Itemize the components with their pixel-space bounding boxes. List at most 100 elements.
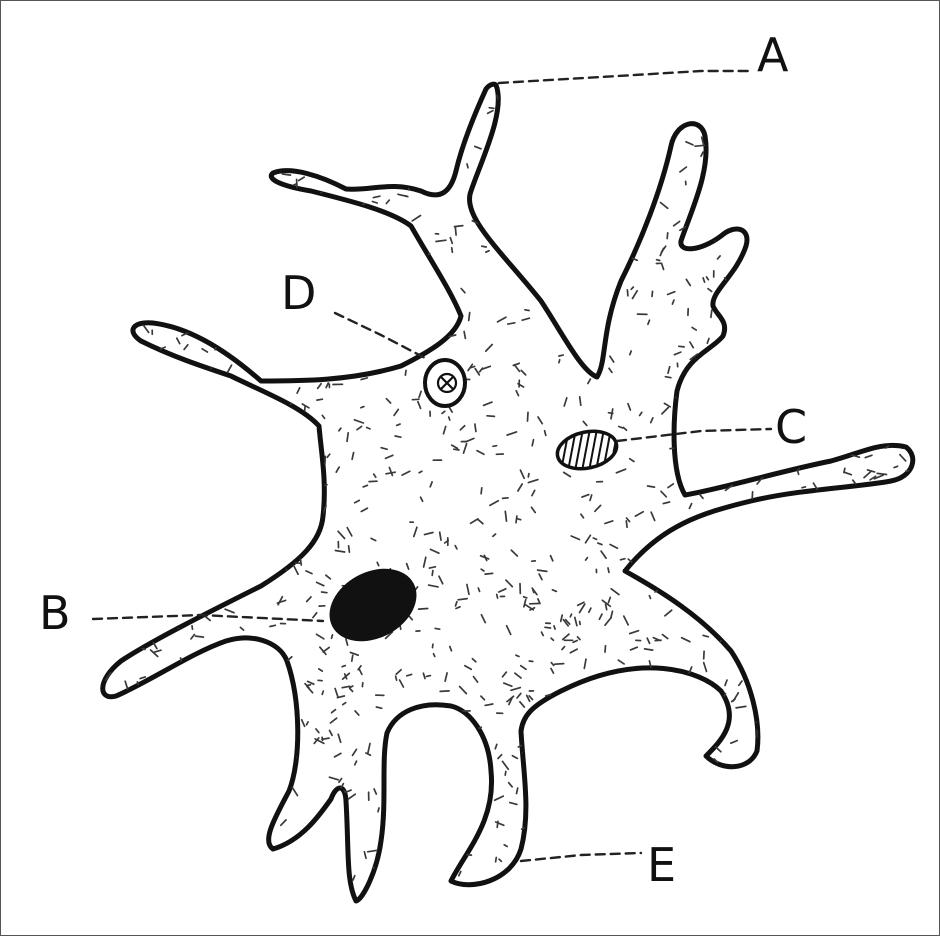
cytoplasm-speck <box>421 312 429 317</box>
cytoplasm-speck <box>470 781 473 783</box>
cytoplasm-speck <box>667 233 668 239</box>
cytoplasm-speck <box>287 910 295 915</box>
cytoplasm-speck <box>395 812 399 813</box>
cytoplasm-speck <box>90 523 98 525</box>
cytoplasm-speck <box>867 800 875 803</box>
cytoplasm-speck <box>191 224 193 230</box>
cytoplasm-speck <box>241 826 244 830</box>
cytoplasm-speck <box>301 559 302 565</box>
cytoplasm-speck <box>757 134 759 138</box>
cytoplasm-speck <box>545 431 546 436</box>
cytoplasm-speck <box>699 602 706 605</box>
cytoplasm-speck <box>734 353 739 357</box>
cytoplasm-speck <box>574 196 576 204</box>
cytoplasm-speck <box>747 546 754 552</box>
cytoplasm-speck <box>778 336 782 338</box>
cytoplasm-speck <box>809 382 811 388</box>
cytoplasm-speck <box>874 687 875 693</box>
cytoplasm-speck <box>872 382 873 388</box>
cytoplasm-speck <box>436 901 441 902</box>
cytoplasm-speck <box>753 387 758 389</box>
cytoplasm-speck <box>529 661 533 662</box>
cytoplasm-speck <box>268 143 273 146</box>
cytoplasm-speck <box>526 266 532 271</box>
cytoplasm-speck <box>886 161 895 162</box>
cytoplasm-speck <box>255 686 257 692</box>
cytoplasm-speck <box>897 819 906 821</box>
cytoplasm-speck <box>395 303 396 307</box>
cytoplasm-speck <box>901 544 904 552</box>
cytoplasm-speck <box>908 91 912 100</box>
cytoplasm-speck <box>666 565 670 568</box>
cytoplasm-speck <box>215 521 216 525</box>
cytoplasm-speck <box>317 399 323 400</box>
cytoplasm-speck <box>180 772 188 775</box>
cytoplasm-speck <box>155 705 160 708</box>
cytoplasm-speck <box>190 122 193 126</box>
cytoplasm-speck <box>251 825 258 832</box>
cytoplasm-speck <box>909 714 917 720</box>
cytoplasm-speck <box>333 129 336 137</box>
cytoplasm-speck <box>262 656 266 660</box>
cytoplasm-speck <box>819 514 826 516</box>
cytoplasm-speck <box>816 870 821 872</box>
cytoplasm-speck <box>684 104 685 110</box>
cytoplasm-speck <box>181 229 182 233</box>
cytoplasm-speck <box>773 587 777 590</box>
cytoplasm-speck <box>666 100 667 106</box>
cytoplasm-speck <box>316 163 317 169</box>
cytoplasm-speck <box>151 829 152 837</box>
cytoplasm-speck <box>254 139 258 146</box>
cytoplasm-speck <box>599 883 604 890</box>
cytoplasm-speck <box>516 245 521 253</box>
cytoplasm-speck <box>825 663 829 667</box>
cytoplasm-speck <box>158 701 163 708</box>
cytoplasm-speck <box>442 145 445 147</box>
cytoplasm-speck <box>369 262 371 265</box>
cytoplasm-speck <box>253 209 258 217</box>
cytoplasm-speck <box>374 356 380 359</box>
cytoplasm-speck <box>771 397 774 399</box>
cytoplasm-speck <box>831 268 835 275</box>
cytoplasm-speck <box>219 871 222 872</box>
cytoplasm-speck <box>209 538 211 546</box>
cytoplasm-speck <box>173 550 182 551</box>
cytoplasm-speck <box>739 91 743 98</box>
cytoplasm-speck <box>540 721 543 729</box>
cytoplasm-speck <box>226 536 229 542</box>
cytoplasm-speck <box>184 750 187 752</box>
cytoplasm-speck <box>263 775 268 776</box>
cytoplasm-speck <box>724 195 733 198</box>
cytoplasm-speck <box>837 627 842 629</box>
cytoplasm-speck <box>501 137 509 140</box>
cytoplasm-speck <box>435 628 440 629</box>
cytoplasm-speck <box>704 758 705 764</box>
cytoplasm-speck <box>166 239 174 244</box>
cytoplasm-speck <box>528 412 529 421</box>
cytoplasm-speck <box>256 791 264 797</box>
cytoplasm-speck <box>723 468 729 472</box>
cytoplasm-speck <box>110 831 117 838</box>
cytoplasm-speck <box>519 119 523 123</box>
cytoplasm-speck <box>909 336 913 341</box>
cytoplasm-speck <box>336 877 345 878</box>
label-b: B <box>39 586 71 640</box>
cytoplasm-speck <box>821 421 825 424</box>
cytoplasm-speck <box>431 758 435 761</box>
cytoplasm-speck <box>245 97 248 101</box>
cytoplasm-speck <box>554 871 559 873</box>
cytoplasm-speck <box>637 131 638 135</box>
cytoplasm-speck <box>800 801 801 806</box>
cytoplasm-speck <box>643 192 651 193</box>
cytoplasm-speck <box>662 149 667 158</box>
cytoplasm-speck <box>386 87 391 92</box>
cytoplasm-speck <box>869 359 870 366</box>
cytoplasm-speck <box>422 319 430 324</box>
cytoplasm-speck <box>605 646 606 652</box>
cytoplasm-speck <box>117 257 118 260</box>
cytoplasm-speck <box>593 909 596 911</box>
cytoplasm-speck <box>837 180 838 184</box>
cytoplasm-speck <box>151 622 153 625</box>
cytoplasm-speck <box>707 227 711 229</box>
cytoplasm-speck <box>762 415 770 417</box>
